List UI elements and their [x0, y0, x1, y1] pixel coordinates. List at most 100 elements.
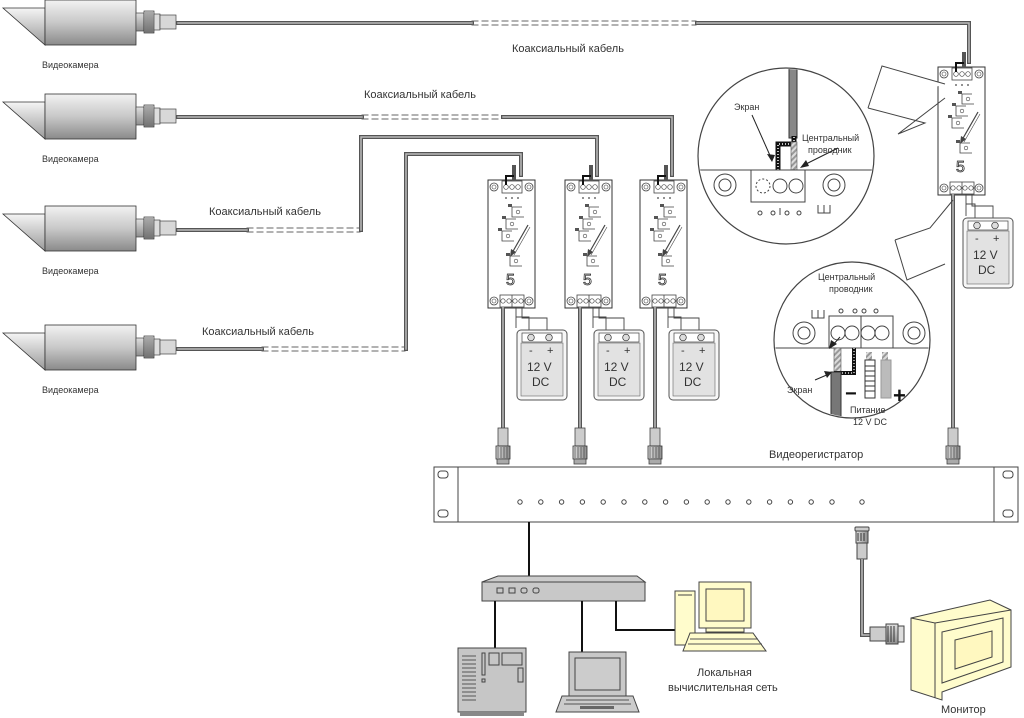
rack-ear-hole	[437, 470, 449, 479]
ps-minus-label: -	[529, 345, 533, 357]
video-transceiver-module: 5 - +12 VDC	[487, 165, 568, 428]
recorder-indicator-led	[787, 499, 794, 505]
bnc-connector	[143, 104, 177, 128]
coax-cable-4	[176, 152, 523, 352]
recorder-indicator-led	[579, 499, 586, 505]
rack-ear-hole	[1002, 509, 1014, 518]
ps-plus-label: +	[624, 345, 630, 357]
monitor-label: Монитор	[941, 704, 986, 716]
module-number-label: 5	[506, 272, 515, 289]
recorder-indicator-led	[600, 499, 606, 505]
video-camera: Видеокамера	[1, 0, 177, 70]
ps-plus-label: +	[699, 345, 705, 357]
camera-hood	[1, 7, 46, 46]
power-supply-12v-dc: - +12 VDC	[516, 329, 568, 401]
recorder-indicator-led	[704, 499, 710, 505]
recorder-indicator-led	[517, 499, 523, 505]
rack-ear-hole	[437, 509, 449, 518]
bnc-connector	[945, 427, 961, 465]
video-recorder: Видеорегистратор	[433, 449, 1019, 523]
network-label-2: вычислительная сеть	[668, 682, 778, 694]
detail-bottom-screen-label: Экран	[787, 385, 812, 395]
rack-ear-hole	[1002, 470, 1014, 479]
power-supply-12v-dc: - +12 VDC	[593, 329, 645, 401]
recorder-indicator-led	[683, 499, 690, 505]
ps-voltage-label: 12 V	[973, 248, 998, 262]
video-camera: Видеокамера	[1, 205, 177, 276]
bnc-connector-monitor-in	[869, 623, 905, 645]
coax-cable-3	[176, 135, 599, 233]
module-number-label: 5	[956, 159, 965, 176]
recorder-indicator-led	[829, 499, 835, 505]
local-network: Локальная вычислительная сеть	[457, 522, 778, 716]
monitor	[910, 599, 1012, 701]
recorder-indicator-led	[558, 499, 565, 505]
coax-cables	[176, 20, 971, 352]
ps-minus-label: -	[681, 345, 685, 357]
cable-label-1: Коаксиальный кабель	[512, 43, 624, 55]
recorder-indicator-led	[725, 499, 731, 505]
camera-hood	[1, 101, 46, 140]
minus-sign: −	[845, 383, 857, 405]
ps-plus-label: +	[547, 345, 553, 357]
camera-body	[44, 324, 137, 371]
bnc-connector	[143, 216, 177, 240]
bnc-connector	[495, 427, 511, 465]
bnc-connector	[143, 335, 177, 359]
camera-label: Видеокамера	[42, 154, 99, 164]
bnc-connector	[572, 427, 588, 465]
camera-body	[44, 205, 137, 252]
module-number-label: 5	[658, 272, 667, 289]
ps-minus-label: -	[606, 345, 610, 357]
detail-bottom-conductor-label-1: Центральный	[818, 272, 875, 282]
camera-body	[44, 93, 137, 140]
plus-sign: +	[893, 383, 906, 408]
video-transceiver-module: 5 - +12 VDC	[937, 52, 1014, 428]
detail-bottom-power-label-2: 12 V DC	[853, 417, 888, 427]
camera-label: Видеокамера	[42, 266, 99, 276]
coax-cable-2	[176, 114, 674, 177]
recorder-indicator-led	[808, 499, 814, 505]
ps-minus-label: -	[975, 233, 979, 245]
recorder-indicator-led	[538, 499, 544, 505]
recorder-indicator-led	[746, 499, 752, 505]
ps-plus-label: +	[993, 233, 999, 245]
video-camera: Видеокамера	[1, 324, 177, 395]
network-hub	[481, 575, 647, 602]
detail-top-screen-label: Экран	[734, 102, 759, 112]
monitor-connection: Монитор	[854, 526, 1012, 716]
recorder-indicator-led	[642, 499, 648, 505]
ps-type-label: DC	[684, 375, 702, 389]
coax-cable-1	[176, 20, 971, 64]
detail-callout-top: Экран Центральный проводник	[697, 65, 946, 245]
ps-voltage-label: 12 V	[604, 360, 629, 374]
camera-label: Видеокамера	[42, 385, 99, 395]
server-computer	[457, 647, 527, 716]
ps-type-label: DC	[532, 375, 550, 389]
bnc-connector	[143, 10, 177, 34]
camera-body	[44, 0, 137, 46]
bnc-connector-monitor-out	[854, 526, 870, 560]
cable-label-4: Коаксиальный кабель	[202, 326, 314, 338]
video-transceiver-module: 5 - +12 VDC	[564, 165, 645, 428]
recorder-indicator-led	[662, 499, 669, 505]
ps-type-label: DC	[609, 375, 627, 389]
module-number-label: 5	[583, 272, 592, 289]
cable-label-3: Коаксиальный кабель	[209, 206, 321, 218]
recorder-indicator-led	[766, 499, 773, 505]
ps-voltage-label: 12 V	[679, 360, 704, 374]
recorder-indicator-led	[859, 499, 865, 505]
camera-label: Видеокамера	[42, 60, 99, 70]
video-camera: Видеокамера	[1, 93, 177, 164]
desktop-computer	[674, 581, 767, 652]
detail-bottom-conductor-label-2: проводник	[829, 284, 873, 294]
detail-top-conductor-label-1: Центральный	[802, 133, 859, 143]
power-supply-12v-dc: - +12 VDC	[962, 217, 1014, 289]
recorder-indicator-led	[621, 499, 627, 505]
ps-voltage-label: 12 V	[527, 360, 552, 374]
ps-type-label: DC	[978, 263, 996, 277]
cable-label-2: Коаксиальный кабель	[364, 89, 476, 101]
camera-hood	[1, 213, 46, 252]
laptop-computer	[555, 651, 640, 713]
